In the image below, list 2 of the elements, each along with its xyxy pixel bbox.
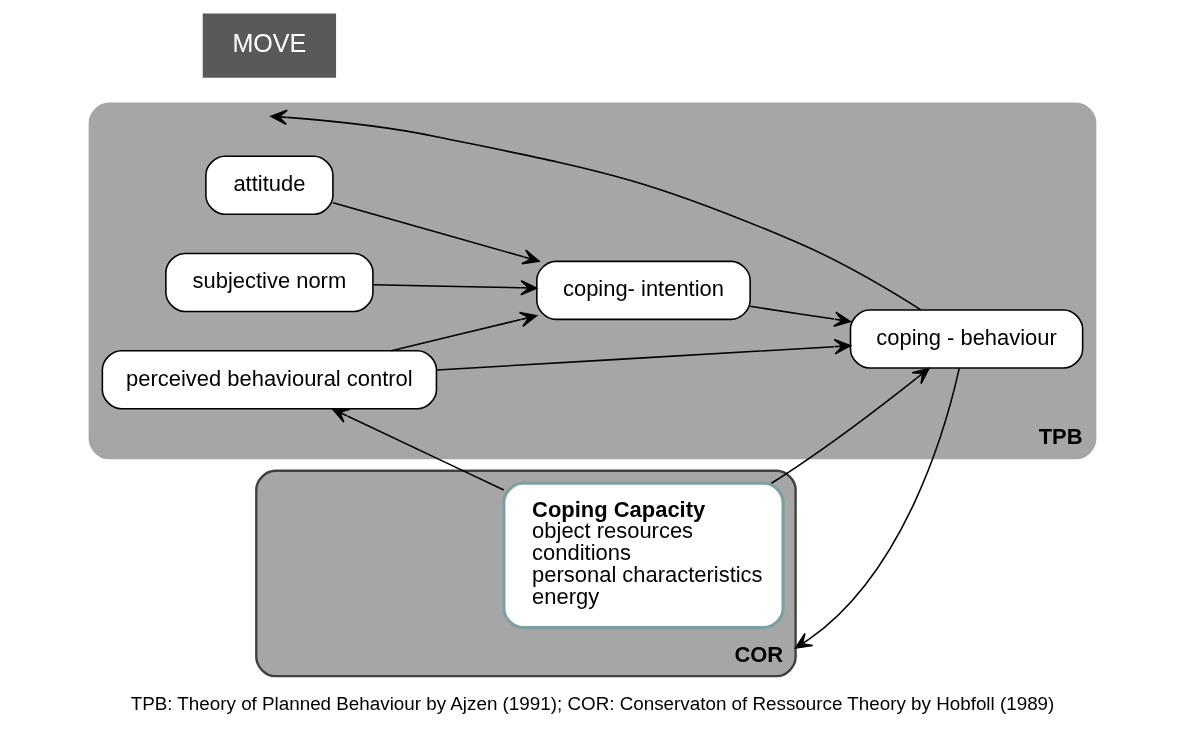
caption: TPB: Theory of Planned Behaviour by Ajzen (1991); COR: Conservaton of Ressource Theory by Hobfoll (1989) bbox=[130, 693, 1054, 715]
label: MOVE bbox=[231, 28, 306, 57]
